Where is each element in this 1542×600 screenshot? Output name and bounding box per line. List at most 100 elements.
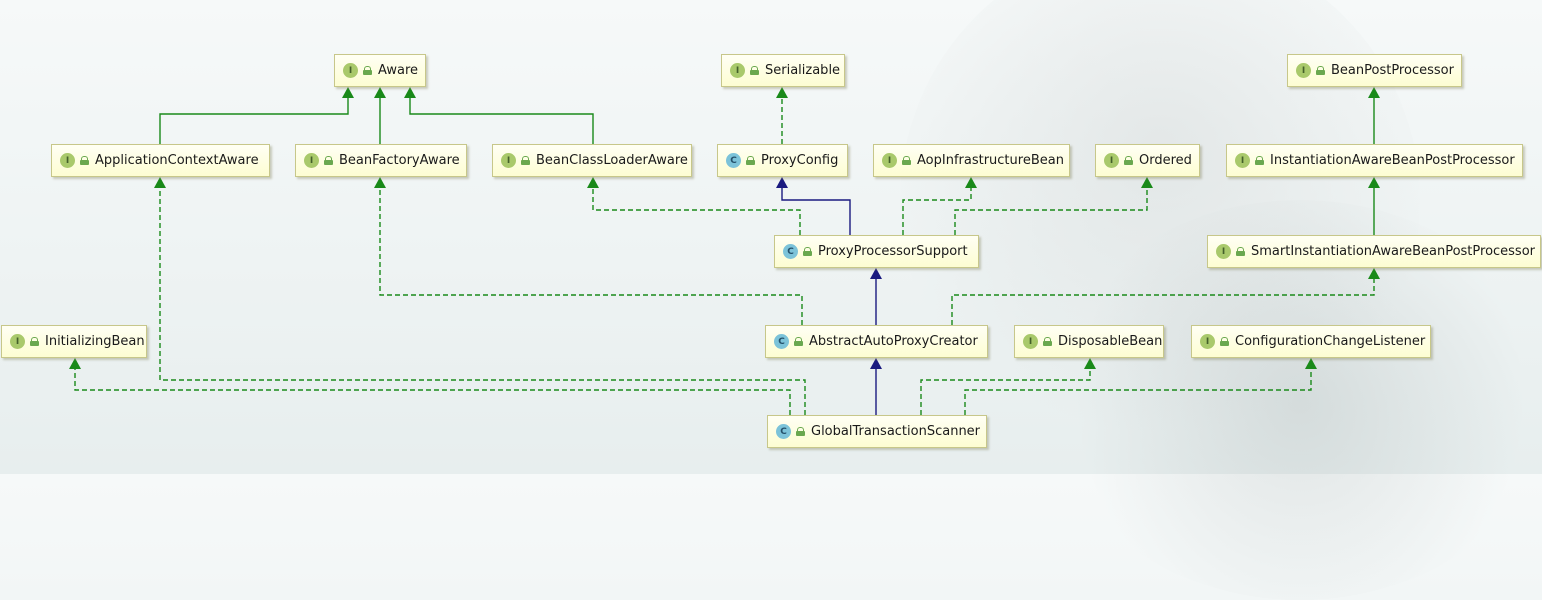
edge-proxyconfig-to-serializable <box>776 87 788 144</box>
interface-icon: I <box>882 153 897 168</box>
node-ordered[interactable]: I Ordered <box>1095 144 1200 177</box>
edge-line <box>379 187 803 325</box>
public-visibility-icon <box>803 247 812 256</box>
edge-smartinstantiationawarebeanpostprocessor-to-instantiationawarebeanpostprocessor <box>1368 177 1380 235</box>
edge-line <box>159 97 349 144</box>
node-label: ApplicationContextAware <box>95 153 259 168</box>
public-visibility-icon <box>746 156 755 165</box>
public-visibility-icon <box>1255 156 1264 165</box>
node-serializable[interactable]: I Serializable <box>721 54 845 87</box>
edge-line <box>159 187 806 415</box>
node-label: ProxyProcessorSupport <box>818 244 968 259</box>
interface-icon: I <box>1200 334 1215 349</box>
edge-arrowhead <box>587 177 599 188</box>
edge-arrowhead <box>342 87 354 98</box>
node-label: DisposableBean <box>1058 334 1163 349</box>
edge-line <box>902 187 972 235</box>
class-diagram <box>69 87 1380 415</box>
edge-beanfactoryaware-to-aware <box>374 87 386 144</box>
edge-arrowhead <box>870 268 882 279</box>
node-initializingbean[interactable]: I InitializingBean <box>1 325 147 358</box>
node-label: AopInfrastructureBean <box>917 153 1064 168</box>
node-globaltransactionscanner[interactable]: C GlobalTransactionScanner <box>767 415 987 448</box>
edge-globaltransactionscanner-to-applicationcontextaware <box>154 177 806 415</box>
abstract-class-icon: C <box>774 334 789 349</box>
edge-globaltransactionscanner-to-initializingbean <box>69 358 791 415</box>
class-icon: C <box>783 244 798 259</box>
edge-line <box>920 368 1091 415</box>
public-visibility-icon <box>902 156 911 165</box>
public-visibility-icon <box>750 66 759 75</box>
edge-instantiationawarebeanpostprocessor-to-beanpostprocessor <box>1368 87 1380 144</box>
interface-icon: I <box>304 153 319 168</box>
public-visibility-icon <box>1124 156 1133 165</box>
edge-arrowhead <box>1368 87 1380 98</box>
class-icon: C <box>726 153 741 168</box>
edge-proxyprocessorsupport-to-aopinfrastructurebean <box>902 177 977 235</box>
edge-arrowhead <box>69 358 81 369</box>
node-label: GlobalTransactionScanner <box>811 424 981 439</box>
edge-arrowhead <box>404 87 416 98</box>
interface-icon: I <box>343 63 358 78</box>
node-beanpostprocessor[interactable]: I BeanPostProcessor <box>1287 54 1462 87</box>
public-visibility-icon <box>1316 66 1325 75</box>
node-label: AbstractAutoProxyCreator <box>809 334 978 349</box>
edge-globaltransactionscanner-to-abstractautoproxycreator <box>870 358 882 415</box>
public-visibility-icon <box>1220 337 1229 346</box>
edge-arrowhead <box>1305 358 1317 369</box>
interface-icon: I <box>1104 153 1119 168</box>
node-proxyconfig[interactable]: C ProxyConfig <box>717 144 848 177</box>
edge-line <box>954 187 1148 235</box>
node-beanfactoryaware[interactable]: I BeanFactoryAware <box>295 144 467 177</box>
node-aopinfrastructurebean[interactable]: I AopInfrastructureBean <box>873 144 1070 177</box>
edge-arrowhead <box>870 358 882 369</box>
edge-line <box>781 187 851 235</box>
interface-icon: I <box>1216 244 1231 259</box>
edge-line <box>592 187 801 235</box>
edge-arrowhead <box>1141 177 1153 188</box>
interface-icon: I <box>1023 334 1038 349</box>
interface-icon: I <box>1235 153 1250 168</box>
interface-icon: I <box>730 63 745 78</box>
edge-globaltransactionscanner-to-disposablebean <box>920 358 1096 415</box>
edge-proxyprocessorsupport-to-ordered <box>954 177 1153 235</box>
edge-arrowhead <box>776 177 788 188</box>
public-visibility-icon <box>796 427 805 436</box>
edge-line <box>951 278 1375 325</box>
edge-line <box>74 368 791 415</box>
edge-beanclassloaderaware-to-aware <box>404 87 594 144</box>
node-proxyprocessorsupport[interactable]: C ProxyProcessorSupport <box>774 235 979 268</box>
node-label: InstantiationAwareBeanPostProcessor <box>1270 153 1515 168</box>
node-instantiationawarebeanpostprocessor[interactable]: I InstantiationAwareBeanPostProcessor <box>1226 144 1523 177</box>
edge-line <box>964 368 1312 415</box>
node-applicationcontextaware[interactable]: I ApplicationContextAware <box>51 144 270 177</box>
edge-arrowhead <box>965 177 977 188</box>
node-label: ConfigurationChangeListener <box>1235 334 1426 349</box>
edge-arrowhead <box>374 177 386 188</box>
node-label: ProxyConfig <box>761 153 839 168</box>
edge-applicationcontextaware-to-aware <box>159 87 354 144</box>
public-visibility-icon <box>1236 247 1245 256</box>
public-visibility-icon <box>1043 337 1052 346</box>
edge-arrowhead <box>154 177 166 188</box>
node-label: Aware <box>378 63 419 78</box>
interface-icon: I <box>60 153 75 168</box>
node-smartinstantiationawarebeanpostprocessor[interactable]: I SmartInstantiationAwareBeanPostProcess… <box>1207 235 1541 268</box>
edge-proxyprocessorsupport-to-beanclassloaderaware <box>587 177 801 235</box>
public-visibility-icon <box>324 156 333 165</box>
edge-arrowhead <box>776 87 788 98</box>
node-aware[interactable]: I Aware <box>334 54 426 87</box>
public-visibility-icon <box>521 156 530 165</box>
edge-arrowhead <box>374 87 386 98</box>
node-label: BeanPostProcessor <box>1331 63 1454 78</box>
node-configurationchangelistener[interactable]: I ConfigurationChangeListener <box>1191 325 1431 358</box>
edge-line <box>409 97 594 144</box>
interface-icon: I <box>501 153 516 168</box>
node-beanclassloaderaware[interactable]: I BeanClassLoaderAware <box>492 144 692 177</box>
edge-proxyprocessorsupport-to-proxyconfig <box>776 177 851 235</box>
node-abstractautoproxycreator[interactable]: C AbstractAutoProxyCreator <box>765 325 988 358</box>
node-disposablebean[interactable]: I DisposableBean <box>1014 325 1164 358</box>
class-icon: C <box>776 424 791 439</box>
node-label: InitializingBean <box>45 334 145 349</box>
interface-icon: I <box>10 334 25 349</box>
